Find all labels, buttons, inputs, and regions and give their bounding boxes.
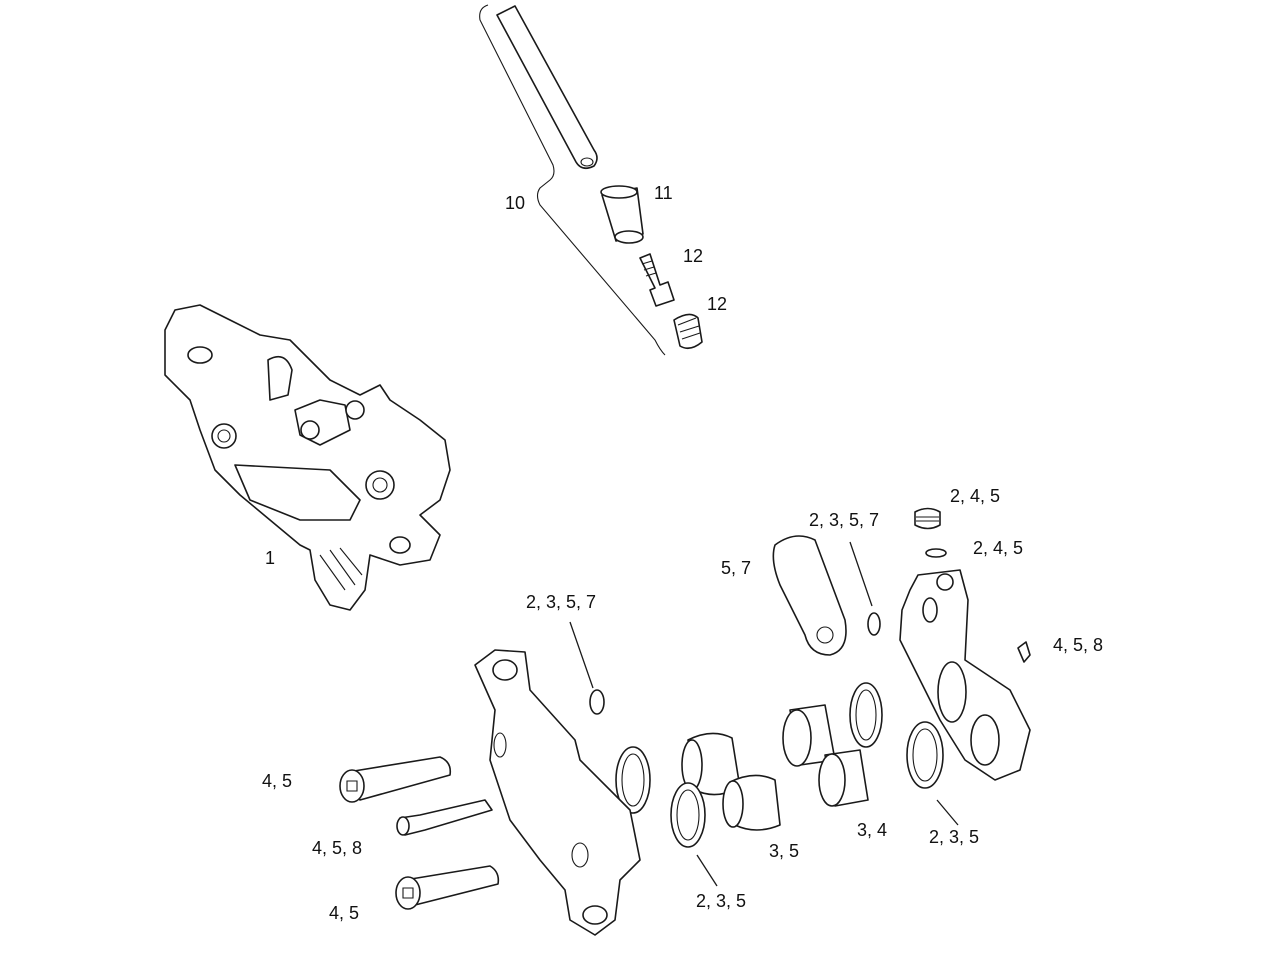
compression-insert [600, 185, 644, 244]
callout-bleed-screw: 2, 4, 5 [950, 486, 1000, 506]
callout-pad-clip: 4, 5, 8 [1053, 635, 1103, 655]
callout-pistons-left: 3, 5 [769, 841, 799, 861]
leader-inner-oring [569, 621, 594, 689]
leader-bridge-oring [849, 541, 873, 607]
seal-mid [849, 682, 883, 748]
callout-seal-left: 2, 3, 5 [696, 891, 746, 911]
brake-pad-face [234, 464, 361, 521]
piston-r2 [818, 749, 869, 807]
seal-inner [615, 746, 651, 814]
callout-inner-oring: 2, 3, 5, 7 [526, 592, 596, 612]
leader-seal-left [696, 854, 718, 887]
pad-clip [1017, 641, 1031, 663]
callout-bolt-bottom: 4, 5 [329, 903, 359, 923]
callout-pad-pin: 4, 5, 8 [312, 838, 362, 858]
piston-l2 [722, 774, 781, 831]
bleed-oring [925, 548, 947, 558]
caliper-assembly [164, 304, 451, 611]
callout-compression-insert: 11 [654, 183, 673, 203]
leader-seal-right [936, 799, 959, 826]
callout-pistons-right: 3, 4 [857, 820, 887, 840]
callout-caliper-assembly: 1 [265, 548, 275, 568]
hose-tube [496, 5, 598, 170]
piston-r1 [782, 704, 836, 767]
callout-bolt-top: 4, 5 [262, 771, 292, 791]
bleed-screw [914, 507, 941, 530]
callout-bleed-oring: 2, 4, 5 [973, 538, 1023, 558]
inner-oring [589, 689, 605, 715]
hose-kit-outline [479, 4, 666, 356]
callout-bridge-oring: 2, 3, 5, 7 [809, 510, 879, 530]
callout-banjo: 5, 7 [721, 558, 751, 578]
bridge-oring [867, 612, 881, 636]
callout-seal-right: 2, 3, 5 [929, 827, 979, 847]
banjo-fitting [772, 535, 847, 656]
mount-bolt-bottom [395, 865, 500, 910]
callout-olive: 12 [707, 294, 727, 314]
callout-hose-kit: 10 [505, 193, 525, 213]
olive [673, 313, 703, 350]
outboard-caliper-half [899, 569, 1031, 781]
barb-fitting [639, 253, 675, 307]
seal-left [670, 782, 706, 848]
seal-right [906, 721, 944, 789]
pad-pin [396, 799, 493, 836]
callout-barb: 12 [683, 246, 703, 266]
inboard-caliper-half [474, 649, 641, 936]
mount-bolt-top [339, 756, 452, 803]
